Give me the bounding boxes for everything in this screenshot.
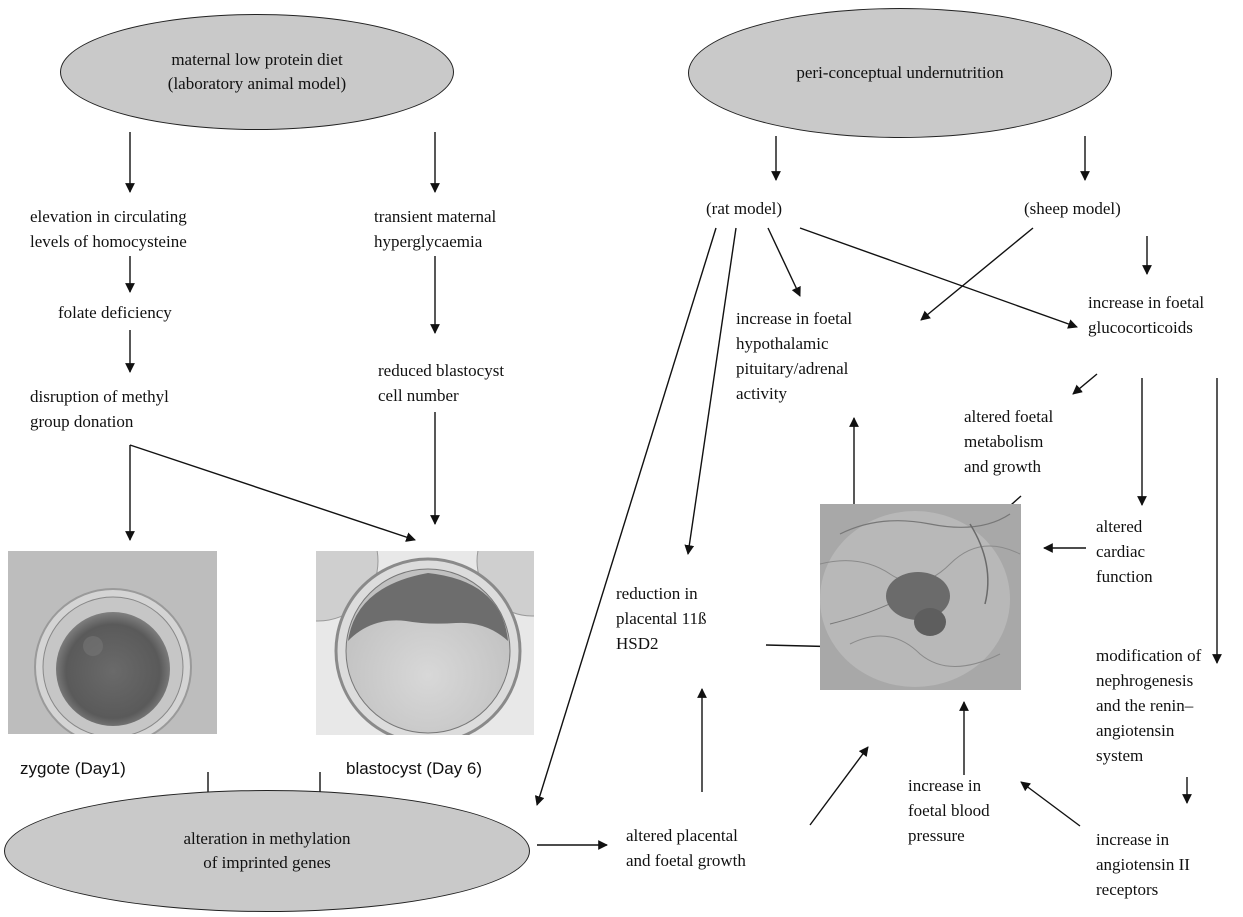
arrow-altered-growth-to-foetus: [809, 746, 869, 826]
node-alteration-methylation: alteration in methylation of imprinted g…: [4, 790, 530, 912]
arrow-rat-to-methylation: [534, 227, 717, 806]
node-disruption-methyl: disruption of methyl group donation: [30, 387, 169, 431]
node-label: alteration in methylation of imprinted g…: [183, 829, 351, 872]
node-increase-blood-pressure: increase in foetal blood pressure: [908, 776, 990, 845]
node-rat-model: (rat model): [706, 199, 782, 218]
node-sheep-model: (sheep model): [1024, 199, 1121, 218]
node-increase-hpa: increase in foetal hypothalamic pituitar…: [736, 309, 853, 403]
node-reduced-blastocyst-number: reduced blastocyst cell number: [378, 361, 505, 405]
node-increase-glucocorticoids: increase in foetal glucocorticoids: [1088, 293, 1205, 337]
arrow-angiotensin-to-blood-pressure: [1020, 781, 1081, 827]
zygote-image: [8, 551, 217, 734]
arrow-rat-to-glucocorticoids: [799, 227, 1078, 329]
node-label: peri-conceptual undernutrition: [796, 63, 1004, 82]
node-altered-metabolism: altered foetal metabolism and growth: [964, 407, 1054, 476]
blastocyst-image: [316, 551, 534, 735]
node-modification-nephrogenesis: modification of nephrogenesis and the re…: [1096, 646, 1202, 765]
arrow-glucocorticoids-to-metabolism: [1072, 373, 1098, 395]
node-label: maternal low protein diet (laboratory an…: [167, 50, 347, 93]
node-altered-growth: altered placental and foetal growth: [626, 826, 746, 870]
foetus-image: [820, 504, 1021, 690]
node-folate-deficiency: folate deficiency: [58, 303, 172, 322]
node-transient-hyperglycaemia: transient maternal hyperglycaemia: [374, 207, 497, 251]
arrow-rat-to-hpa: [767, 227, 801, 297]
zygote-caption: zygote (Day1): [20, 759, 126, 778]
node-increase-angiotensin: increase in angiotensin II receptors: [1096, 830, 1190, 899]
node-reduction-hsd2: reduction in placental 11ß HSD2: [616, 584, 707, 653]
node-maternal-low-protein-diet: maternal low protein diet (laboratory an…: [60, 14, 454, 130]
node-altered-cardiac: altered cardiac function: [1096, 517, 1153, 586]
arrow-sheep-to-hpa: [920, 227, 1034, 321]
node-peri-conceptual-undernutrition: peri-conceptual undernutrition: [688, 8, 1112, 138]
node-elevation-homocysteine: elevation in circulating levels of homoc…: [30, 207, 187, 251]
arrow-rat-to-hsd2: [684, 227, 737, 555]
blastocyst-caption: blastocyst (Day 6): [346, 759, 483, 778]
arrow-disruption-to-blastocyst: [129, 444, 416, 542]
